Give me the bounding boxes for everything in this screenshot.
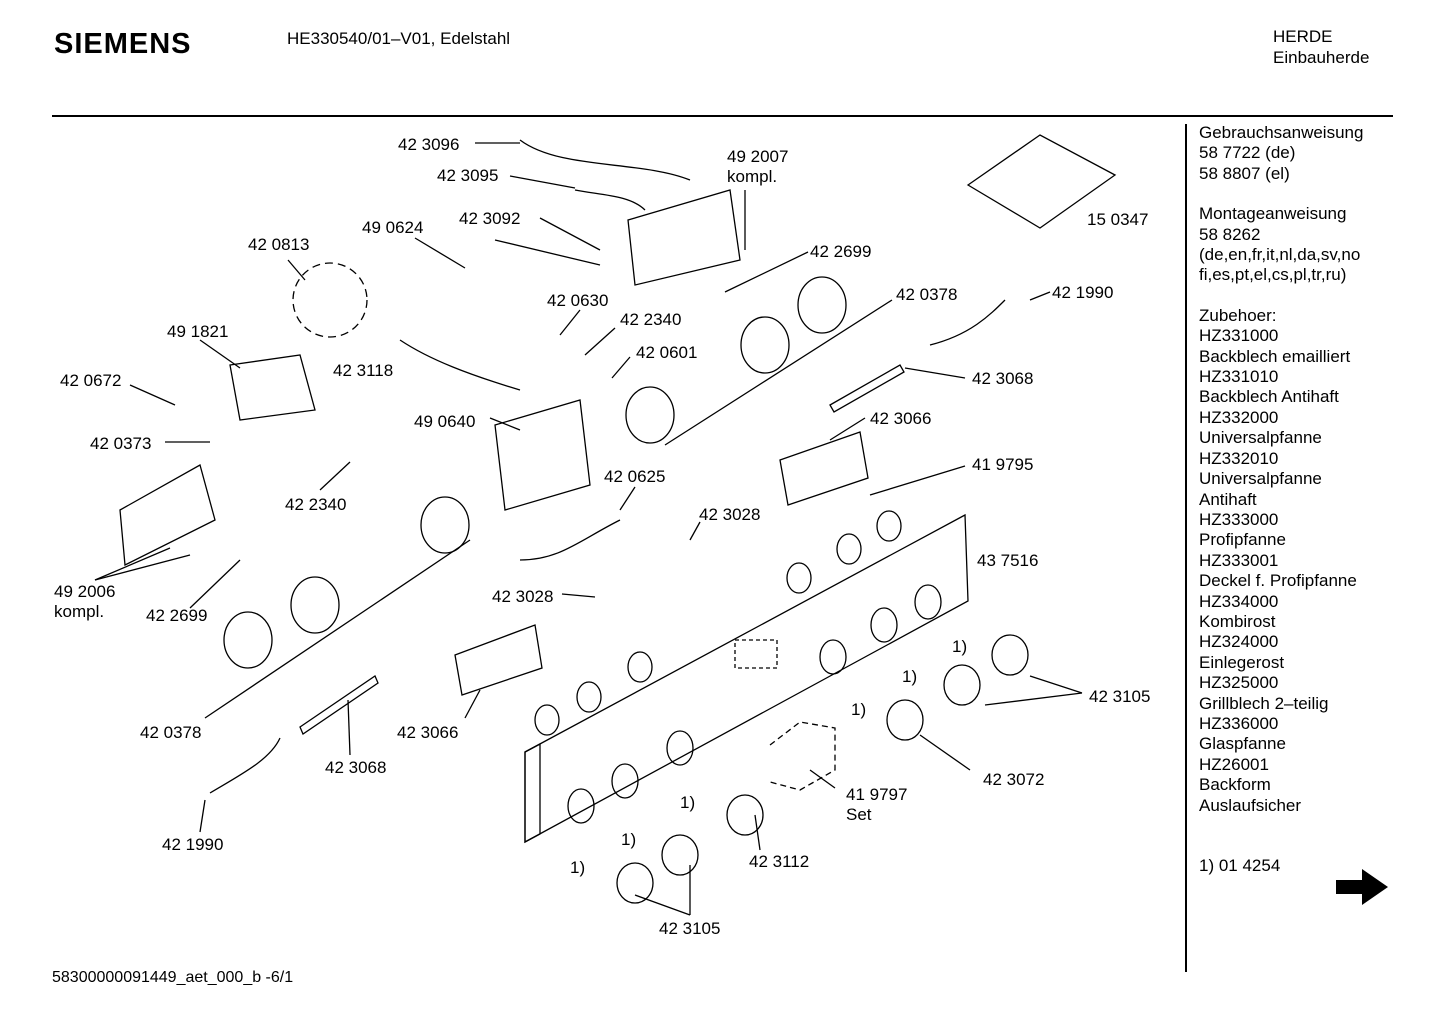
part-label: 42 3066 [870, 409, 931, 428]
sidebar-line: Grillblech 2–teilig [1199, 693, 1329, 713]
part-label: 49 0640 [414, 412, 475, 431]
part-label: 49 0624 [362, 218, 423, 237]
part-label: 42 3092 [459, 209, 520, 228]
sidebar-line: Kombirost [1199, 611, 1276, 631]
subcategory-label: Einbauherde [1273, 48, 1370, 67]
footnote-marker: 1) [902, 667, 917, 686]
document-id: 58300000091449_aet_000_b -6/1 [52, 969, 294, 986]
part-label: 41 9795 [972, 455, 1033, 474]
footnote-marker: 1) [680, 793, 695, 812]
sidebar-line: HZ331010 [1199, 367, 1279, 387]
sidebar-line: HZ336000 [1199, 713, 1279, 733]
part-label: 42 3105 [659, 919, 720, 938]
sidebar-line: Einlegerost [1199, 652, 1285, 672]
part-label: 42 0630 [547, 291, 608, 310]
sidebar-line: Auslaufsicher [1199, 795, 1302, 815]
part-label: 42 3096 [398, 135, 459, 154]
footnote-marker: 1) [851, 700, 866, 719]
sidebar-line: Backblech emailliert [1199, 346, 1351, 366]
sidebar-line: 58 8807 (el) [1199, 163, 1290, 183]
sidebar-divider [1185, 124, 1187, 972]
sidebar-line: HZ325000 [1199, 673, 1279, 693]
part-label: 49 1821 [167, 322, 228, 341]
part-label: 42 3068 [972, 369, 1033, 388]
part-label: 42 0813 [248, 235, 309, 254]
footnote-marker: 1) [952, 637, 967, 656]
sidebar-line: 1) 01 4254 [1199, 856, 1281, 875]
part-label: 42 2340 [620, 310, 681, 329]
part-label: 42 2699 [810, 242, 871, 261]
sidebar-line: HZ333000 [1199, 509, 1279, 529]
sidebar-line: 58 8262 [1199, 224, 1261, 244]
part-label: 49 2007 [727, 147, 788, 166]
part-label: 42 0378 [896, 285, 957, 304]
part-label: 42 3118 [333, 361, 393, 380]
sidebar-line: HZ332010 [1199, 448, 1279, 468]
part-label: 42 3112 [749, 852, 809, 871]
sidebar-line: fi,es,pt,el,cs,pl,tr,ru) [1199, 265, 1347, 285]
sidebar-line: Universalpfanne [1199, 428, 1322, 448]
sidebar-line: HZ324000 [1199, 632, 1279, 652]
sidebar-line: HZ332000 [1199, 407, 1279, 427]
sidebar-line: Zubehoer: [1199, 305, 1277, 325]
arrow-right-icon[interactable] [1334, 866, 1390, 908]
part-label: 42 3066 [397, 723, 458, 742]
sidebar-line: Universalpfanne [1199, 469, 1322, 489]
part-label: Set [846, 805, 872, 824]
footnote-marker: 1) [621, 830, 636, 849]
part-label: 42 1990 [162, 835, 223, 854]
part-label: 42 0601 [636, 343, 697, 362]
sidebar-line: Profipfanne [1199, 530, 1286, 550]
sidebar-line: HZ333001 [1199, 550, 1279, 570]
part-label: 42 0672 [60, 371, 121, 390]
model-title: HE330540/01–V01, Edelstahl [287, 29, 511, 48]
sidebar-line: Backform [1199, 775, 1271, 795]
sidebar-line: Antihaft [1199, 489, 1257, 509]
part-label: 42 3072 [983, 770, 1044, 789]
part-label: 42 3028 [699, 505, 760, 524]
sidebar-line: Gebrauchsanweisung [1199, 123, 1364, 142]
part-label: 42 0378 [140, 723, 201, 742]
part-label: 42 0373 [90, 434, 151, 453]
sidebar-line: 58 7722 (de) [1199, 143, 1296, 163]
category-label: HERDE [1273, 27, 1333, 46]
sidebar-line: HZ334000 [1199, 591, 1279, 611]
part-label: 15 0347 [1087, 210, 1148, 229]
part-label: 41 9797 [846, 785, 907, 804]
part-label: kompl. [54, 602, 104, 621]
sidebar-line: Deckel f. Profipfanne [1199, 571, 1357, 591]
part-label: 42 2340 [285, 495, 346, 514]
part-label: 42 3068 [325, 758, 386, 777]
header-divider [52, 115, 1393, 117]
brand-logo: SIEMENS [54, 28, 192, 60]
sidebar-line: Backblech Antihaft [1199, 387, 1339, 407]
footnote-marker: 1) [570, 858, 585, 877]
part-label: 42 3028 [492, 587, 553, 606]
sidebar-line: HZ331000 [1199, 326, 1279, 346]
part-label: kompl. [727, 167, 777, 186]
part-label: 42 2699 [146, 606, 207, 625]
sidebar-line: HZ26001 [1199, 754, 1269, 774]
part-label: 43 7516 [977, 551, 1038, 570]
part-label: 49 2006 [54, 582, 115, 601]
part-label: 42 3105 [1089, 687, 1150, 706]
part-label: 42 1990 [1052, 283, 1113, 302]
sidebar-line: Montageanweisung [1199, 204, 1347, 224]
part-label: 42 0625 [604, 467, 665, 486]
part-label: 42 3095 [437, 166, 498, 185]
sidebar-line: Glaspfanne [1199, 734, 1286, 754]
sidebar-line: (de,en,fr,it,nl,da,sv,no [1199, 245, 1361, 265]
